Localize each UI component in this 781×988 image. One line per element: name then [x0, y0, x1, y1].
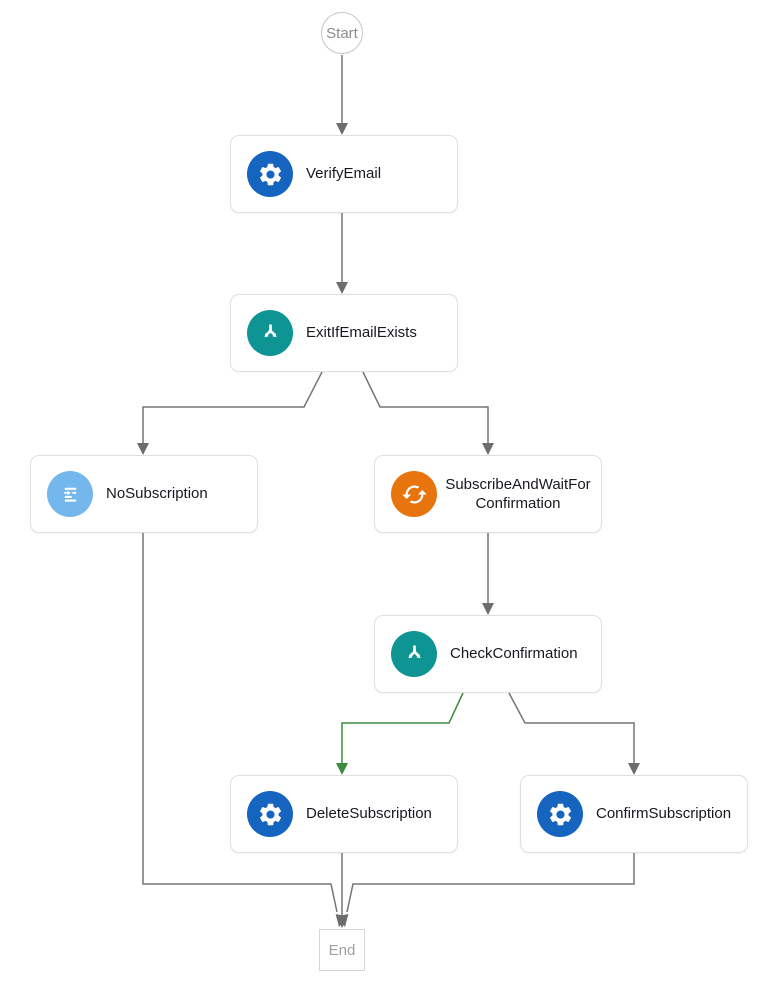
node-label: ExitIfEmailExists [306, 324, 417, 342]
edge-checkconfirmation-to-deletesubscription [336, 692, 464, 775]
sync-icon [391, 471, 437, 517]
end-marker: End [319, 929, 365, 971]
node-label: SubscribeAndWaitForConfirmation [445, 475, 591, 513]
node-nosubscription[interactable]: NoSubscription [30, 455, 258, 533]
end-label: End [328, 941, 356, 959]
node-subscribeandwaitforconfirmation[interactable]: SubscribeAndWaitForConfirmation [374, 455, 602, 533]
start-marker: Start [321, 12, 363, 54]
node-label: NoSubscription [106, 485, 208, 503]
edge-confirmsubscription-to-end [336, 853, 635, 927]
node-label: ConfirmSubscription [596, 805, 732, 823]
node-checkconfirmation[interactable]: CheckConfirmation [374, 615, 602, 693]
edge-exitifemailexists-to-nosubscription [137, 371, 323, 455]
node-label: DeleteSubscription [306, 805, 432, 823]
edge-exitifemailexists-to-subscribeandwaitforconfirmation [362, 371, 494, 455]
edge-nosubscription-to-end [142, 533, 348, 927]
start-label: Start [326, 24, 358, 42]
node-label: VerifyEmail [306, 165, 382, 183]
node-deletesubscription[interactable]: DeleteSubscription [230, 775, 458, 853]
node-label: CheckConfirmation [450, 645, 578, 663]
branch-icon [247, 310, 293, 356]
pass-icon [47, 471, 93, 517]
edge-start-to-verifyemail [336, 55, 348, 135]
node-exitifemailexists[interactable]: ExitIfEmailExists [230, 294, 458, 372]
gear-icon [537, 791, 583, 837]
node-verifyemail[interactable]: VerifyEmail [230, 135, 458, 213]
edge-checkconfirmation-to-confirmsubscription [508, 692, 640, 775]
edge-subscribeandwaitforconfirmation-to-checkconfirmation [482, 533, 494, 615]
gear-icon [247, 151, 293, 197]
branch-icon [391, 631, 437, 677]
node-confirmsubscription[interactable]: ConfirmSubscription [520, 775, 748, 853]
edge-verifyemail-to-exitifemailexists [336, 213, 348, 294]
gear-icon [247, 791, 293, 837]
